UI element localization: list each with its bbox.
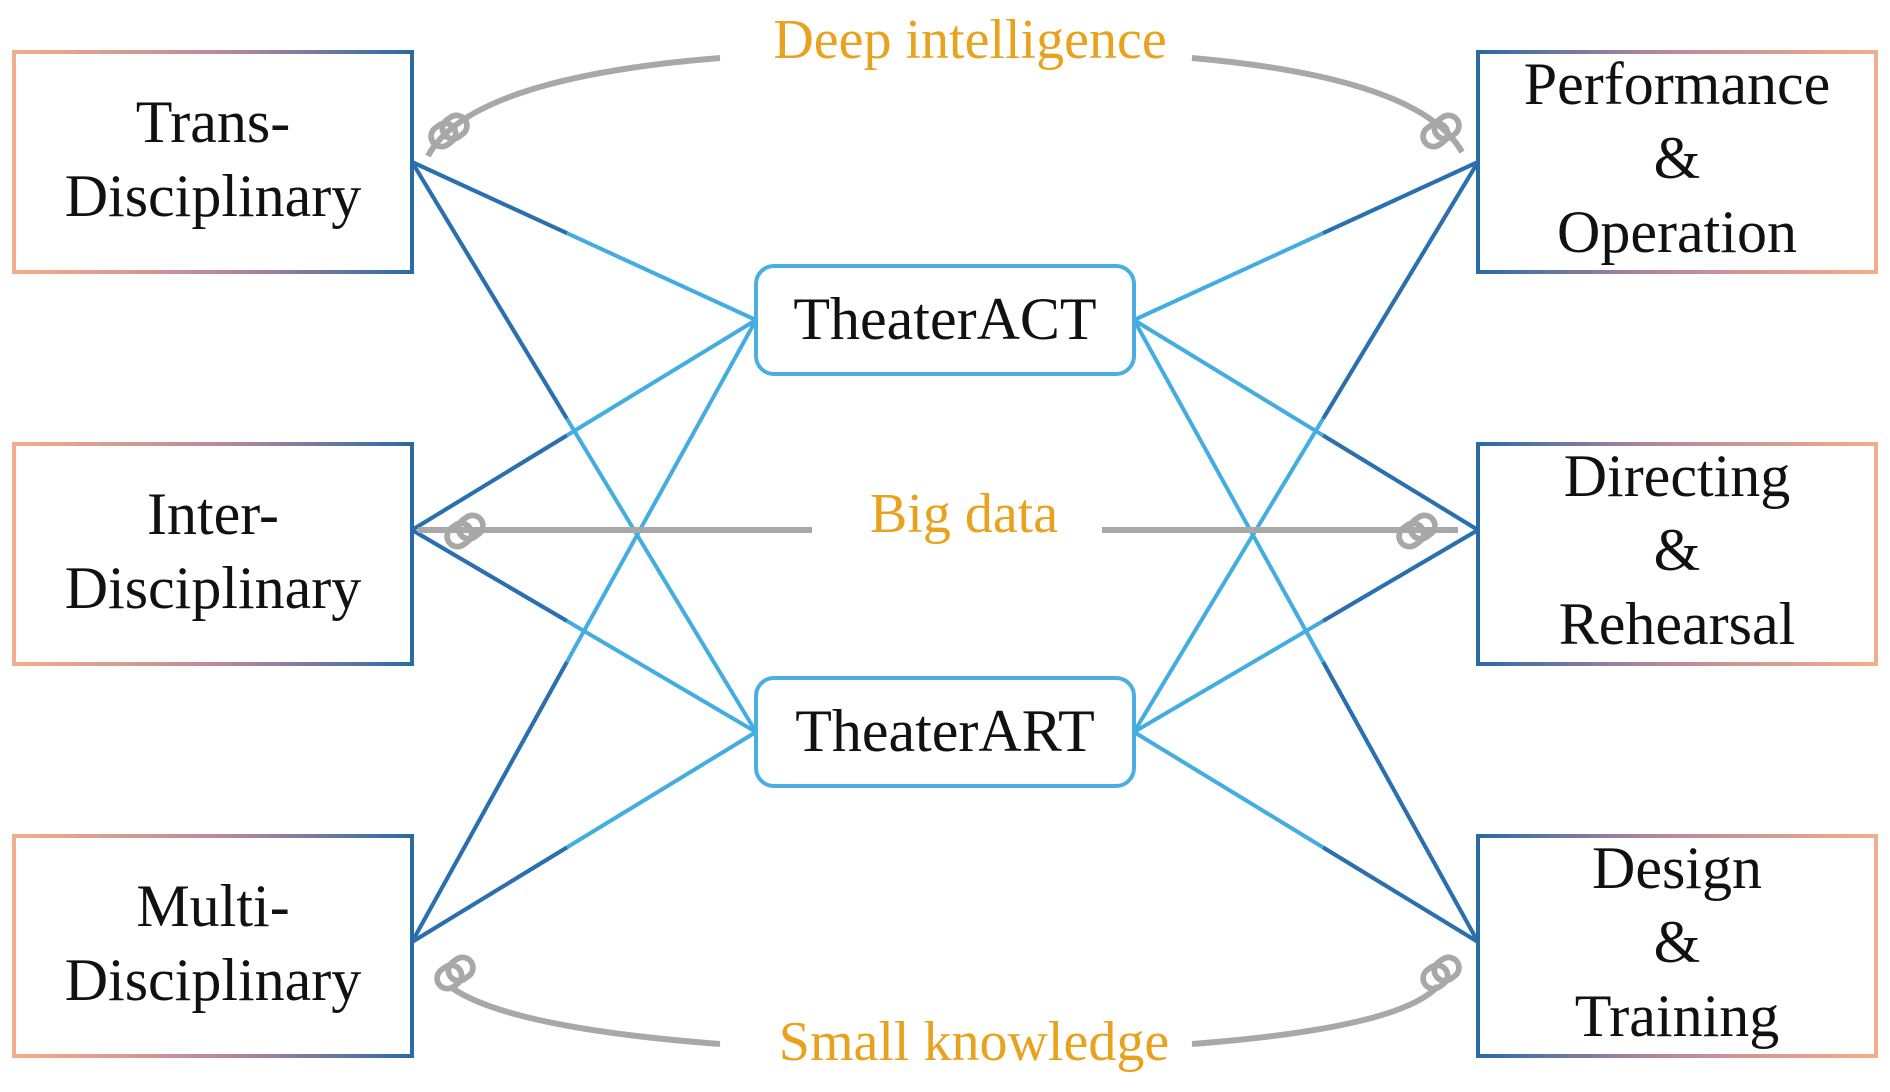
chain-link-icon [433,953,477,992]
box-label-line: Performance [1524,51,1831,117]
box-label-line: Operation [1557,199,1797,265]
performance-operation-box: Performance & Operation [1476,50,1878,274]
connector-performance-act-segment [1322,160,1479,235]
box-label-line: & [1654,517,1701,583]
chain-link-icon [1419,953,1463,992]
theater-art-label: TheaterART [795,698,1095,764]
box-label-line: & [1654,909,1701,975]
directing-rehearsal-box: Directing & Rehearsal [1476,442,1878,666]
box-label-line: Rehearsal [1559,591,1796,657]
connector-directing-act-segment [1322,433,1480,532]
connector-design-art-segment [1322,845,1480,944]
box-label-line: Disciplinary [65,163,362,229]
box-label-line: & [1654,125,1701,191]
hub-group: TheaterACT TheaterART [754,264,1136,788]
box-label-line: Design [1592,835,1762,901]
connector-inter-art-segment [410,528,568,623]
box-label-line: Training [1575,983,1780,1049]
inter-disciplinary-box: Inter- Disciplinary [12,442,414,666]
big-data-label: Big data [870,483,1058,545]
link-icons [427,111,1463,992]
design-training-box: Design & Training [1476,834,1878,1058]
connector-design-act-segment [1321,661,1480,943]
theater-art-hub: TheaterART [754,676,1136,788]
connector-directing-art-segment [1322,528,1480,623]
arc-group: Deep intelligence Big data Small knowled… [418,9,1465,1073]
box-label-line: Trans- [136,89,290,155]
left-column: Trans- Disciplinary Inter- Disciplinary … [12,50,414,1058]
box-label-line: Inter- [147,481,279,547]
box-label-line: Directing [1564,443,1791,509]
small-knowledge-arc-right [1191,983,1441,1047]
theater-act-hub: TheaterACT [754,264,1136,376]
trans-disciplinary-box: Trans- Disciplinary [12,50,414,274]
connector-lines [410,160,1480,944]
multi-disciplinary-box: Multi- Disciplinary [12,834,414,1058]
connector-inter-act-segment [410,433,568,532]
theater-act-label: TheaterACT [793,286,1096,352]
small-knowledge-arc-left [450,985,721,1047]
deep-intelligence-arc-left [425,55,721,158]
box-label-line: Disciplinary [65,947,362,1013]
connector-performance-art-segment [1321,160,1480,420]
small-knowledge-label: Small knowledge [779,1011,1169,1073]
right-column: Performance & Operation Directing & Rehe… [1476,50,1878,1058]
box-label-line: Multi- [136,873,289,939]
connector-multi-art-segment [410,845,568,944]
connector-multi-act-segment [410,661,569,943]
connector-trans-act-segment [411,160,568,235]
deep-intelligence-label: Deep intelligence [773,9,1166,71]
box-label-line: Disciplinary [65,555,362,621]
connector-trans-art-segment [410,160,569,420]
